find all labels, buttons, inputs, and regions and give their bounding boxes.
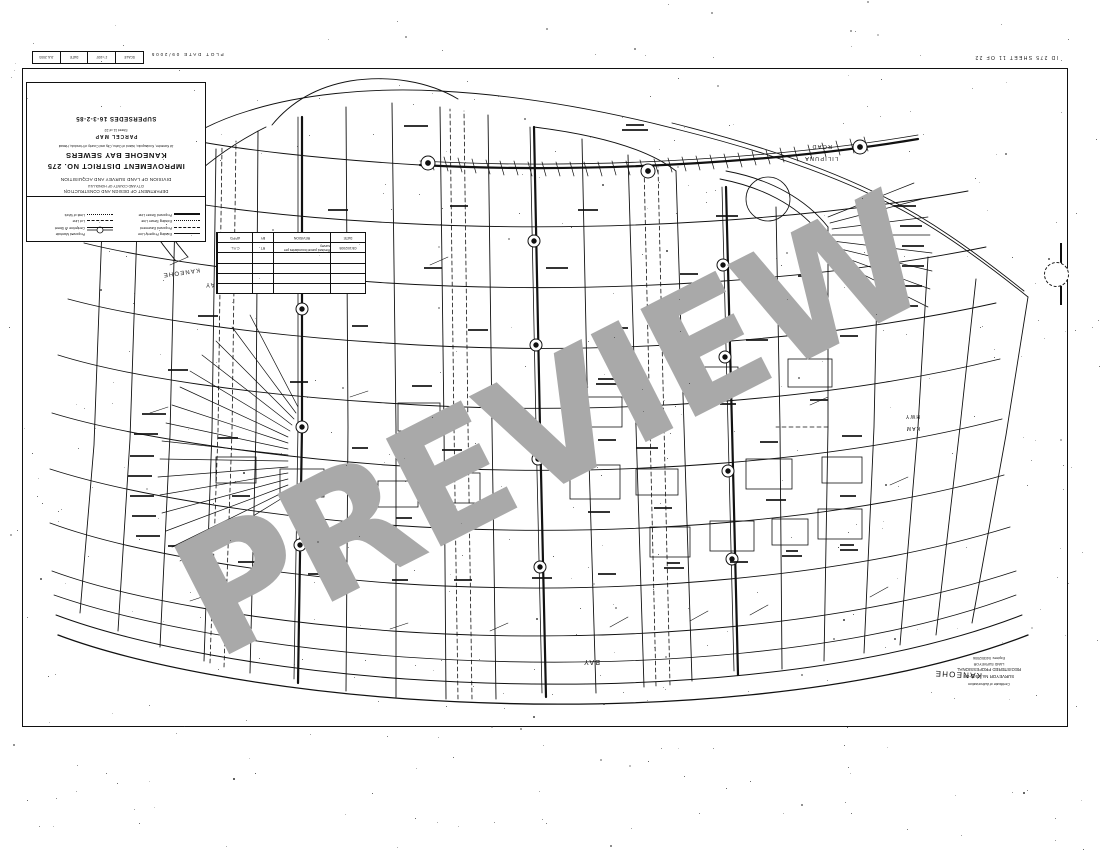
legend-item: Limit of Work xyxy=(27,211,116,218)
revision-date xyxy=(330,273,365,283)
revision-approved xyxy=(217,283,252,294)
solid-line-icon xyxy=(174,233,200,235)
revision-date xyxy=(330,253,365,263)
exhibit-label: EXHIBIT 2 xyxy=(0,590,6,818)
revision-approved xyxy=(217,273,252,283)
legend-item: Proposed Sewer Line xyxy=(114,211,203,218)
revision-text xyxy=(273,273,330,283)
revision-approved: C.Y.L. xyxy=(217,243,252,253)
code-cell-scale-label: SCALE xyxy=(115,52,143,63)
supersedes-note: SUPERSEDES 16-3-2-85 xyxy=(75,115,157,122)
agency-line-1: DEPARTMENT OF DESIGN AND CONSTRUCTION xyxy=(63,189,169,194)
project-line-1: IMPROVEMENT DISTRICT NO. 275 xyxy=(47,161,185,171)
header-strip-text: ID 275 SHEET 11 OF 22 xyxy=(974,54,1058,60)
table-row xyxy=(217,263,365,274)
revision-col-by: BY xyxy=(252,233,273,243)
legend-label: Centerline of Street xyxy=(54,225,85,230)
table-row xyxy=(217,253,365,264)
dotted-line-icon xyxy=(87,213,113,215)
legend-label: Proposed Sewer Line xyxy=(138,212,172,217)
dashed-line-icon xyxy=(87,220,113,222)
legend-label: Proposed Easement xyxy=(140,225,172,230)
legend-item: Proposed Manhole xyxy=(27,226,116,238)
code-cell-date-label: DATE xyxy=(59,52,88,63)
legend-item: Existing Property Line xyxy=(114,231,203,238)
stamp-line-5: Expires: 04/30/2006 xyxy=(973,656,1005,661)
project-line-2: KANEOHE BAY SEWERS xyxy=(65,150,167,160)
revision-text xyxy=(273,283,330,294)
revision-col-revision: REVISION xyxy=(273,233,330,243)
stamp-line-2: LAND SURVEYOR xyxy=(973,662,1005,667)
plot-date-text: PLOT DATE 09/2005 xyxy=(150,52,224,57)
project-subtitle: At Kaneohe, Koolaupoko, Island of Oahu, … xyxy=(58,144,174,149)
map-label-kam: KAM xyxy=(905,425,920,431)
map-label-hwy: HWY xyxy=(904,413,920,419)
map-label-road: ROAD xyxy=(811,143,832,149)
stamp-line-1: REGISTERED PROFESSIONAL xyxy=(957,667,1021,673)
revision-date xyxy=(330,263,365,273)
table-row: 03/10/2005 Revised parcel boundaries per… xyxy=(217,243,365,254)
revision-header-row: DATE REVISION BY APP'D xyxy=(217,233,365,244)
legend-column-right: Proposed Manhole Centerline of Street Lo… xyxy=(27,211,116,237)
surveyor-stamp-block: Certificate of Authorization SURVEYOR No… xyxy=(918,624,1060,686)
legend-label: Proposed Manhole xyxy=(55,232,85,237)
revision-col-approved: APP'D xyxy=(217,233,252,243)
sheet-border xyxy=(22,68,1068,727)
code-cell-date-value: JUL 2003 xyxy=(39,55,54,60)
stamp-line-4: SURVEYOR No. 4940-LS xyxy=(963,674,1015,680)
stamp-line-3: Certificate of Authorization xyxy=(968,682,1010,686)
revision-by xyxy=(252,283,273,294)
revision-table: DATE REVISION BY APP'D 03/10/2005 Revise… xyxy=(216,232,366,294)
map-label-lilipuna: LILIPUNA xyxy=(803,155,838,161)
revision-by xyxy=(252,273,273,283)
legend-panel: Existing Property Line Proposed Easement… xyxy=(27,196,205,241)
revision-approved xyxy=(217,253,252,263)
drawing-content-rotated: KANEOHE BAY DRIVE BAY KANEOHE KAM HWY LI… xyxy=(22,51,1068,727)
sheet-index-circle-icon xyxy=(1044,262,1069,287)
legend-label: Existing Sewer Line xyxy=(141,219,172,224)
scale-date-code-box: SCALE 1"=100' DATE JUL 2003 xyxy=(32,51,144,64)
map-label-bay-top: BAY xyxy=(582,658,600,665)
heavy-line-icon xyxy=(174,213,200,216)
revision-text: Revised parcel boundaries per survey xyxy=(273,243,330,253)
legend-item: Existing Sewer Line xyxy=(114,218,203,225)
revision-text xyxy=(273,253,330,263)
revision-date xyxy=(330,283,365,294)
title-block-head: DEPARTMENT OF DESIGN AND CONSTRUCTION CI… xyxy=(27,113,205,196)
agency-line-2: CITY AND COUNTY OF HONOLULU xyxy=(87,183,145,188)
revision-by: RT xyxy=(252,243,273,253)
legend-column-left: Existing Property Line Proposed Easement… xyxy=(114,211,203,237)
agency-line-3: DIVISION OF LAND SURVEY AND ACQUISITION xyxy=(60,176,172,182)
legend-label: Lot Line xyxy=(72,219,85,224)
table-row xyxy=(217,283,365,294)
revision-by xyxy=(252,263,273,273)
legend-item: Lot Line xyxy=(27,218,116,225)
sheet-number: Sheet 11 of 22 xyxy=(104,127,128,132)
manhole-circle-icon xyxy=(87,226,113,234)
dashed-line-icon xyxy=(174,226,200,228)
table-row xyxy=(217,273,365,284)
revision-by xyxy=(252,253,273,263)
revision-approved xyxy=(217,263,252,273)
dotted-line-icon xyxy=(174,220,200,222)
legend-label: Limit of Work xyxy=(64,212,85,217)
drawing-type: PARCEL MAP xyxy=(94,133,138,140)
title-block: Existing Property Line Proposed Easement… xyxy=(26,82,206,242)
revision-col-date: DATE xyxy=(330,233,365,243)
revision-text xyxy=(273,263,330,273)
